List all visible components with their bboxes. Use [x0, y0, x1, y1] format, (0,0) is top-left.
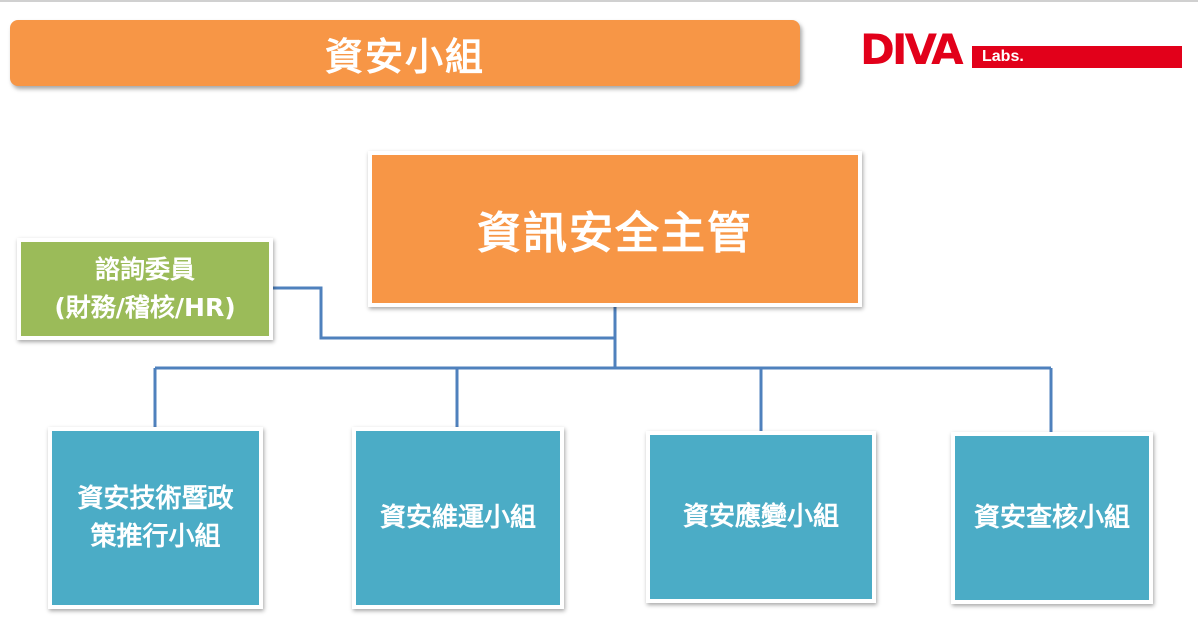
org-node-team: 資安查核小組: [951, 432, 1153, 604]
logo-suffix: Labs.: [972, 46, 1182, 68]
org-node-head: 資訊安全主管: [368, 151, 862, 307]
advisor-label-line2: (財務/稽核/HR): [54, 293, 236, 322]
team-label-line1: 資安維運小組: [379, 503, 536, 533]
top-rule: [0, 0, 1198, 2]
advisor-label-line1: 諮詢委員: [94, 255, 195, 284]
logo-brand: DIVA: [860, 25, 964, 74]
page-title: 資安小組: [10, 20, 800, 86]
org-node-team: 資安技術暨政 策推行小組: [48, 427, 263, 609]
team-label-line1: 資安應變小組: [682, 502, 839, 532]
diva-labs-logo: DIVA Labs.: [860, 28, 1185, 72]
head-label: 資訊安全主管: [477, 208, 753, 259]
connector-advisor: [272, 286, 615, 340]
org-node-team: 資安應變小組: [646, 431, 876, 603]
org-node-advisor: 諮詢委員 (財務/稽核/HR): [17, 238, 273, 340]
team-label-line1: 資安查核小組: [973, 503, 1130, 533]
team-label-line1: 資安技術暨政: [77, 484, 234, 514]
team-label-line2: 策推行小組: [90, 522, 221, 552]
org-node-team: 資安維運小組: [352, 427, 564, 609]
